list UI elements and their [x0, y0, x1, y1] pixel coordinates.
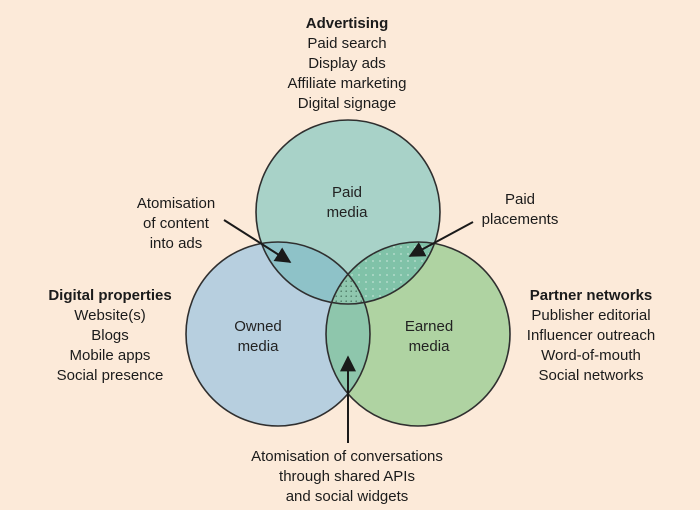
partner-networks-block: Partner networks Publisher editorial Inf…	[491, 286, 691, 386]
conversations-annotation: Atomisation of conversations through sha…	[217, 447, 477, 507]
content-into-ads-annotation: Atomisation of content into ads	[96, 194, 256, 254]
overlap-paid-earned-speckle	[326, 242, 440, 304]
partner-networks-item: Word-of-mouth	[541, 347, 641, 364]
earned-media-label-line: media	[408, 338, 450, 355]
content-into-ads-arrow	[223, 219, 292, 263]
advertising-item: Display ads	[308, 55, 386, 72]
partner-networks-item: Social networks	[538, 367, 644, 384]
conversations-line: through shared APIs	[279, 468, 415, 485]
digital-properties-item: Mobile apps	[69, 347, 151, 364]
overlap-paid-owned	[256, 242, 370, 304]
owned-media-outline	[185, 241, 371, 427]
paid-media-outline	[255, 119, 441, 305]
advertising-title: Advertising	[305, 15, 389, 32]
advertising-item: Affiliate marketing	[287, 75, 407, 92]
content-into-ads-line: Atomisation	[136, 195, 216, 212]
content-into-ads-line: of content	[143, 215, 209, 232]
paid-media-label-line: media	[326, 204, 368, 221]
earned-media-outline	[325, 241, 511, 427]
paid-placements-arrow	[408, 221, 474, 257]
digital-properties-title: Digital properties	[48, 287, 172, 304]
digital-properties-item: Website(s)	[74, 307, 146, 324]
owned-media-label: Owned media	[198, 317, 318, 357]
advertising-block: Advertising Paid search Display ads Affi…	[227, 14, 467, 114]
earned-media-label-line: Earned	[404, 318, 454, 335]
overlap-paid-earned-group	[326, 242, 440, 304]
conversations-line: Atomisation of conversations	[251, 448, 443, 465]
conversations-line: and social widgets	[285, 488, 409, 505]
digital-properties-item: Social presence	[56, 367, 164, 384]
digital-properties-item: Blogs	[91, 327, 129, 344]
partner-networks-title: Partner networks	[529, 287, 653, 304]
partner-networks-item: Publisher editorial	[531, 307, 651, 324]
advertising-item: Digital signage	[297, 95, 397, 112]
paid-placements-line: placements	[481, 211, 559, 228]
paid-media-label: Paid media	[287, 183, 407, 223]
content-into-ads-line: into ads	[149, 235, 203, 252]
digital-properties-block: Digital properties Website(s) Blogs Mobi…	[10, 286, 210, 386]
paid-placements-line: Paid	[504, 191, 536, 208]
advertising-item: Paid search	[307, 35, 387, 52]
owned-media-label-line: media	[237, 338, 279, 355]
earned-media-label: Earned media	[369, 317, 489, 357]
partner-networks-item: Influencer outreach	[526, 327, 656, 344]
overlap-paid-owned-group	[256, 242, 370, 304]
owned-media-label-line: Owned	[234, 318, 282, 335]
paid-placements-annotation: Paid placements	[440, 190, 600, 230]
paid-media-label-line: Paid	[331, 184, 363, 201]
